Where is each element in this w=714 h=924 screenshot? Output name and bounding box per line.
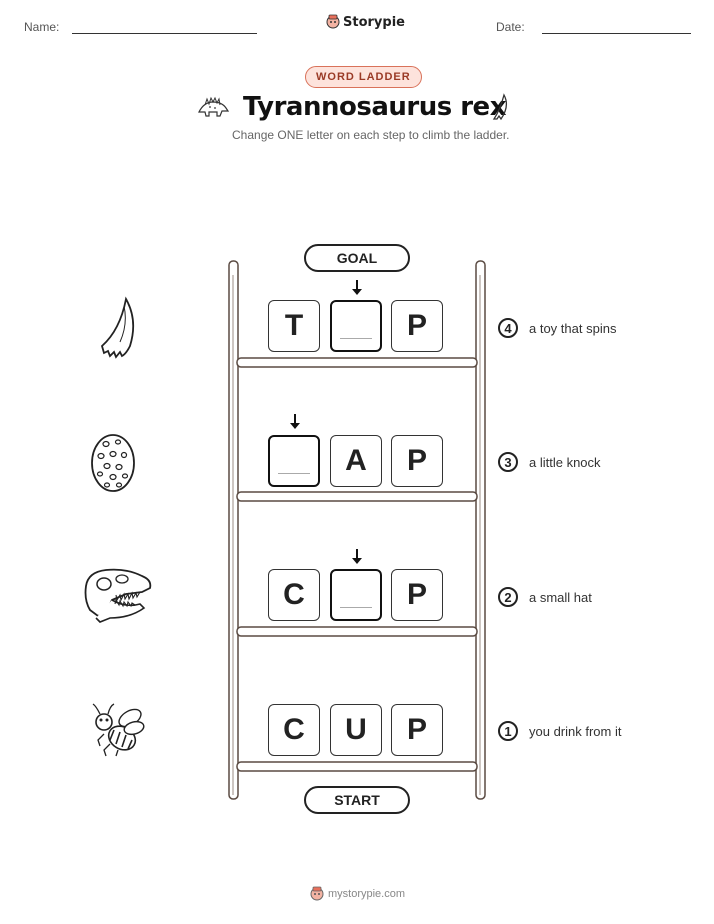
arrow-down-icon bbox=[290, 414, 300, 429]
word-ladder-badge: WORD LADDER bbox=[305, 66, 422, 88]
letter-tile: T bbox=[268, 300, 320, 352]
letter-tile: P bbox=[391, 435, 443, 487]
storypie-mascot-icon bbox=[326, 14, 340, 29]
step-number: 4 bbox=[498, 318, 518, 338]
arrow-down-icon bbox=[352, 280, 362, 295]
letter-tile: P bbox=[391, 569, 443, 621]
letter-tile: U bbox=[330, 704, 382, 756]
blank-letter-tile[interactable] bbox=[330, 569, 382, 621]
claw-icon bbox=[100, 296, 135, 359]
page-title: Tyrannosaurus rex bbox=[243, 92, 506, 122]
start-label: START bbox=[304, 786, 410, 814]
claw-small-icon bbox=[492, 93, 508, 121]
letter-tile: P bbox=[391, 704, 443, 756]
dino-skull-icon bbox=[84, 568, 152, 623]
footer: mystorypie.com bbox=[310, 886, 405, 902]
clue-text: a little knock bbox=[529, 455, 601, 470]
brand-logo: Storypie bbox=[326, 14, 405, 30]
step-number: 3 bbox=[498, 452, 518, 472]
name-line[interactable] bbox=[72, 33, 257, 34]
bee-icon bbox=[92, 703, 145, 757]
name-label: Name: bbox=[24, 20, 60, 34]
blank-letter-tile[interactable] bbox=[330, 300, 382, 352]
clue-text: a small hat bbox=[529, 590, 592, 605]
clue-text: a toy that spins bbox=[529, 321, 617, 336]
egg-icon bbox=[91, 434, 135, 492]
letter-tile: P bbox=[391, 300, 443, 352]
date-label: Date: bbox=[496, 20, 525, 34]
step-number: 1 bbox=[498, 721, 518, 741]
arrow-down-icon bbox=[352, 549, 362, 564]
ladder-frame bbox=[228, 260, 486, 800]
stegosaurus-icon bbox=[198, 96, 230, 117]
clue-text: you drink from it bbox=[529, 724, 622, 739]
footer-url[interactable]: mystorypie.com bbox=[328, 888, 406, 900]
brand-name: Storypie bbox=[343, 14, 405, 30]
storypie-mascot-icon bbox=[310, 886, 324, 901]
page-subtitle: Change ONE letter on each step to climb … bbox=[232, 128, 510, 142]
step-number: 2 bbox=[498, 587, 518, 607]
date-line[interactable] bbox=[542, 33, 691, 34]
letter-tile: A bbox=[330, 435, 382, 487]
blank-letter-tile[interactable] bbox=[268, 435, 320, 487]
goal-label: GOAL bbox=[304, 244, 410, 272]
letter-tile: C bbox=[268, 704, 320, 756]
letter-tile: C bbox=[268, 569, 320, 621]
